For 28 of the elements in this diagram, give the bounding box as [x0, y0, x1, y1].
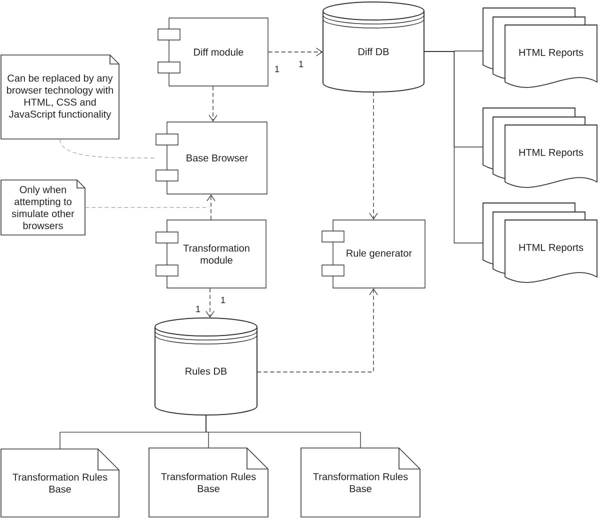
multiplicity-label: 1 — [221, 296, 226, 304]
dependency-arrow — [206, 194, 216, 220]
component-box: Diff module — [158, 18, 268, 86]
database-cylinder: Diff DB — [322, 2, 424, 92]
dependency-arrow — [268, 48, 323, 56]
component-box: Rule generator — [322, 220, 426, 288]
leader-line — [60, 138, 157, 158]
rules-document: Transformation Rules Base — [0, 448, 120, 518]
note-box: Can be replaced by any browser technology with HTML, CSS and JavaScript functionality — [0, 54, 120, 140]
dependency-arrow — [206, 288, 214, 318]
node-label: HTML Reports — [519, 149, 584, 158]
component-box: Transformation module — [156, 220, 266, 288]
multiplicity-label: 1 — [299, 60, 304, 68]
dependency-arrow — [256, 288, 378, 372]
connector-line — [424, 51, 484, 244]
dependency-arrow — [369, 92, 378, 220]
report-stack: HTML Reports — [482, 108, 598, 188]
report-stack: HTML Reports — [482, 8, 598, 88]
leader-line — [84, 207, 210, 208]
note-box: Only when attempting to simulate other browsers — [0, 180, 86, 236]
connector-line — [206, 414, 361, 448]
dependency-arrow — [208, 86, 218, 122]
component-box: Base Browser — [156, 122, 268, 194]
database-cylinder: Rules DB — [154, 318, 258, 416]
multiplicity-label: 1 — [196, 306, 200, 312]
rules-document: Transformation Rules Base — [148, 448, 268, 518]
report-stack: HTML Reports — [482, 202, 598, 283]
rules-document: Transformation Rules Base — [300, 448, 420, 518]
